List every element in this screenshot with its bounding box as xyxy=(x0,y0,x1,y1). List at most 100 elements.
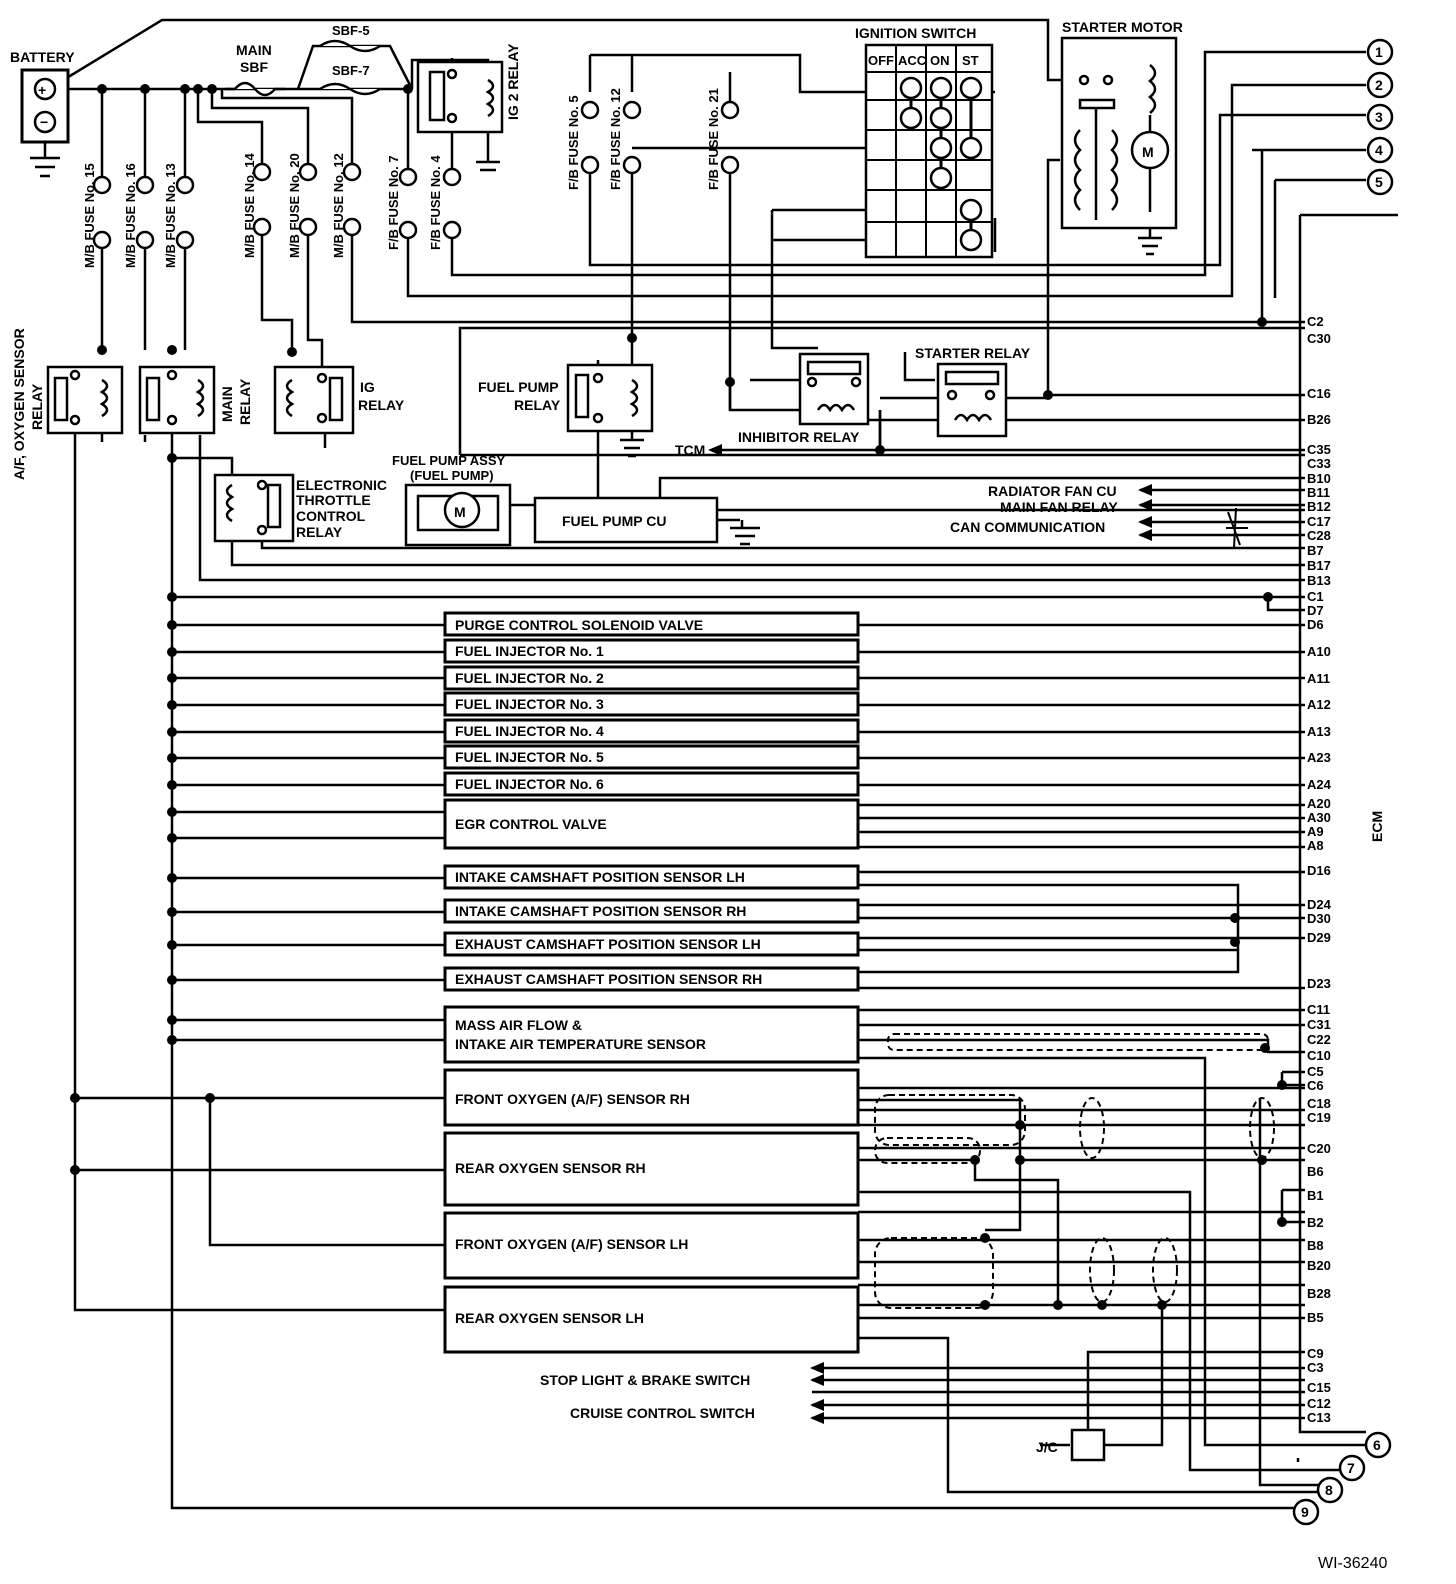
ecm-pin: C11 xyxy=(1307,1002,1330,1017)
block-label: FUEL INJECTOR No. 3 xyxy=(455,696,604,712)
ecm-pin: C22 xyxy=(1307,1032,1331,1047)
connector-number: 2 xyxy=(1375,77,1383,93)
fuse-label: M/B FUSE No. 16 xyxy=(123,163,138,268)
connector-number: 4 xyxy=(1375,142,1383,158)
connector-circles xyxy=(1292,38,1394,1526)
fuse-symbols xyxy=(92,39,740,250)
ecm-pin: D7 xyxy=(1307,603,1324,618)
fuse-labels: M/B FUSE No. 15 M/B FUSE No. 16 M/B FUSE… xyxy=(82,88,721,268)
main-relay-label-2: RELAY xyxy=(237,378,253,425)
fuse-label: M/B FUSE No. 12 xyxy=(331,153,346,258)
ecm-pin: B13 xyxy=(1307,573,1331,588)
block-label: INTAKE CAMSHAFT POSITION SENSOR RH xyxy=(455,903,746,919)
connector-number: 7 xyxy=(1347,1460,1355,1476)
svg-text:+: + xyxy=(38,82,46,98)
ecm-pin: B28 xyxy=(1307,1286,1331,1301)
diagram-id: WI-36240 xyxy=(1318,1555,1387,1572)
svg-text:−: − xyxy=(40,114,48,130)
ecm-pin: C19 xyxy=(1307,1110,1331,1125)
fuel-pump-motor: M xyxy=(454,504,466,520)
block-label: FRONT OXYGEN (A/F) SENSOR RH xyxy=(455,1091,690,1107)
connector-numbers: 1 2 3 4 5 6 7 8 9 xyxy=(1301,44,1383,1520)
inhibitor-relay-label: INHIBITOR RELAY xyxy=(738,429,860,445)
block-label: FUEL INJECTOR No. 2 xyxy=(455,670,604,686)
relay-symbols xyxy=(46,352,1008,543)
ecm-pin: C6 xyxy=(1307,1078,1324,1093)
ecm-pin: A10 xyxy=(1307,644,1331,659)
fuse-label: M/B FUSE No. 20 xyxy=(287,153,302,258)
connector-number: 8 xyxy=(1325,1482,1333,1498)
block-label: EGR CONTROL VALVE xyxy=(455,816,607,832)
fuel-pump-assy xyxy=(404,483,760,547)
starter-relay-label: STARTER RELAY xyxy=(915,345,1031,361)
ecm-pin: C13 xyxy=(1307,1410,1331,1425)
ecm-pin: A30 xyxy=(1307,810,1331,825)
block-label: MASS AIR FLOW & xyxy=(455,1017,582,1033)
ecm-pin: A20 xyxy=(1307,796,1331,811)
block-label: INTAKE CAMSHAFT POSITION SENSOR LH xyxy=(455,869,745,885)
fuel-pump-assy-label-2: (FUEL PUMP) xyxy=(410,468,494,483)
main-sbf-label-2: SBF xyxy=(240,59,268,75)
fuse-label: F/B FUSE No. 7 xyxy=(386,155,401,250)
ecm-pin: B7 xyxy=(1307,543,1324,558)
ecm-pin: A12 xyxy=(1307,697,1331,712)
ecm-pin: A24 xyxy=(1307,777,1332,792)
ig-relay-label: IG xyxy=(360,379,375,395)
ecm-pin: C16 xyxy=(1307,386,1331,401)
ign-col-st: ST xyxy=(962,53,979,68)
fuel-pump-cu-label: FUEL PUMP CU xyxy=(562,513,667,529)
block-label: REAR OXYGEN SENSOR LH xyxy=(455,1310,644,1326)
ecm-pin: A8 xyxy=(1307,838,1324,853)
ig2-relay-label: IG 2 RELAY xyxy=(505,43,521,120)
block-label: FUEL INJECTOR No. 5 xyxy=(455,749,604,765)
block-label: FRONT OXYGEN (A/F) SENSOR LH xyxy=(455,1236,688,1252)
ecm-pin: C5 xyxy=(1307,1064,1324,1079)
ecm-pin-labels: C2 C30 C16 B26 C35 C33 B10 B11 B12 C17 C… xyxy=(1307,314,1332,1425)
ecm-pin: B6 xyxy=(1307,1164,1324,1179)
cruise-control-label: CRUISE CONTROL SWITCH xyxy=(570,1405,755,1421)
stop-light-label: STOP LIGHT & BRAKE SWITCH xyxy=(540,1372,750,1388)
connector-number: 5 xyxy=(1375,174,1383,190)
fuse-label: F/B FUSE No. 21 xyxy=(706,88,721,190)
fuse-label: F/B FUSE No. 12 xyxy=(608,88,623,190)
fuse-label: M/B FUSE No. 13 xyxy=(163,163,178,268)
ecm-pin: D24 xyxy=(1307,897,1332,912)
ecm-pin: B11 xyxy=(1307,485,1330,500)
ecm-label: ECM xyxy=(1369,811,1385,842)
ecm-pin: A9 xyxy=(1307,824,1324,839)
ecm-pin: C3 xyxy=(1307,1360,1324,1375)
jc-label: J/C xyxy=(1036,1439,1058,1455)
etc-relay-label-2: THROTTLE xyxy=(296,492,371,508)
ecm-pin: C20 xyxy=(1307,1141,1331,1156)
ecm-pin: B26 xyxy=(1307,412,1331,427)
block-label: FUEL INJECTOR No. 1 xyxy=(455,643,604,659)
arrow-icon xyxy=(810,484,1152,1424)
fuse-label: F/B FUSE No. 4 xyxy=(428,155,443,250)
ecm-pin: A13 xyxy=(1307,724,1331,739)
main-fan-relay-label: MAIN FAN RELAY xyxy=(1000,499,1118,515)
connector-number: 6 xyxy=(1373,1437,1381,1453)
etc-relay-label-3: CONTROL xyxy=(296,508,366,524)
ig-relay-label-2: RELAY xyxy=(358,397,405,413)
etc-relay-label: ELECTRONIC xyxy=(296,477,387,493)
battery-symbol: + − xyxy=(20,68,70,178)
etc-relay-label-4: RELAY xyxy=(296,524,343,540)
tcm-arrow-icon xyxy=(708,444,722,456)
ign-col-off: OFF xyxy=(868,53,894,68)
block-label: FUEL INJECTOR No. 6 xyxy=(455,776,604,792)
af-relay-label-2: RELAY xyxy=(29,383,45,430)
ecm-pin: C28 xyxy=(1307,528,1331,543)
starter-motor xyxy=(1060,36,1178,256)
junction-dots xyxy=(70,84,1287,1450)
ecm-pin: B2 xyxy=(1307,1215,1324,1230)
connector-number: 1 xyxy=(1375,44,1383,60)
ecm-pin: C9 xyxy=(1307,1346,1324,1361)
ecm-pin: C18 xyxy=(1307,1096,1331,1111)
ecm-pin: A11 xyxy=(1307,671,1330,686)
ecm-pin: B12 xyxy=(1307,499,1331,514)
radiator-fan-label: RADIATOR FAN CU xyxy=(988,483,1117,499)
fuse-label: F/B FUSE No. 5 xyxy=(566,95,581,190)
ecm-pin: B10 xyxy=(1307,471,1331,486)
motor-symbol: M xyxy=(1142,144,1154,160)
battery-label: BATTERY xyxy=(10,49,75,65)
